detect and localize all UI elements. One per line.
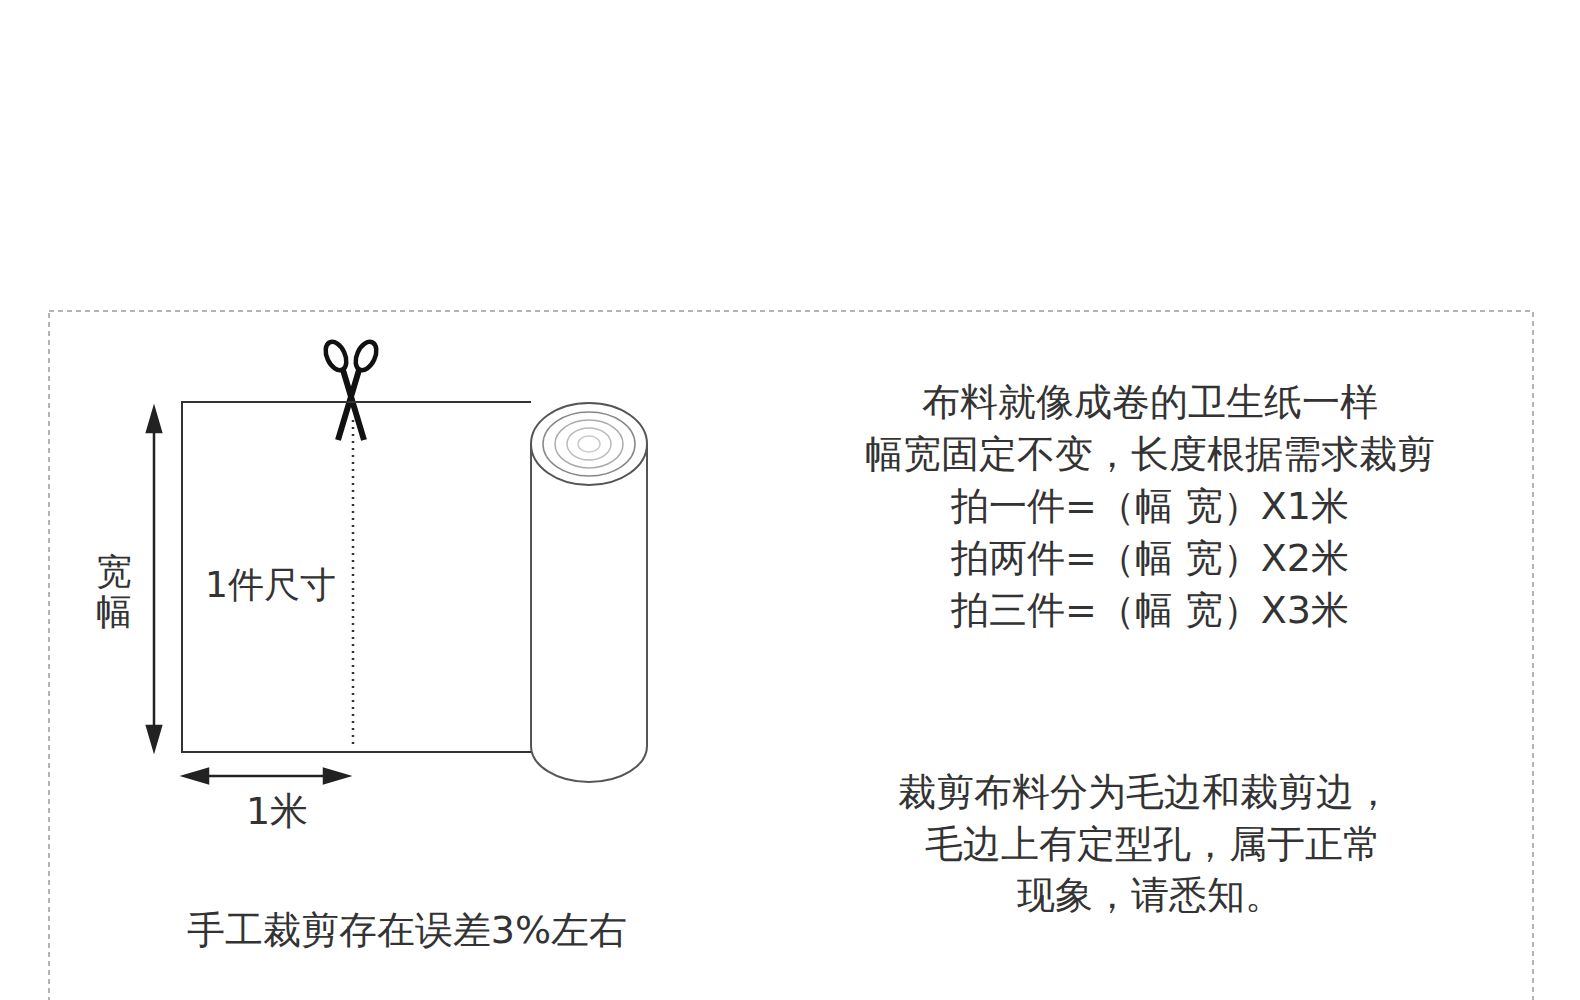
length-arrow: [184, 769, 348, 783]
edge-note: 裁剪布料分为毛边和裁剪边，: [898, 770, 1392, 816]
edge-note: 现象，请悉知。: [1017, 873, 1283, 919]
fabric-roll: [531, 403, 647, 782]
fabric-piece: 1件尺寸: [181, 401, 531, 753]
price-rule: 拍三件=（幅 宽）X3米: [951, 588, 1349, 634]
width-arrow: [147, 408, 161, 750]
dashed-frame: [49, 311, 1533, 1000]
price-rule: 拍一件=（幅 宽）X1米: [951, 484, 1349, 530]
price-rule: 拍两件=（幅 宽）X2米: [951, 536, 1349, 582]
info-text: 布料就像成卷的卫生纸一样: [922, 380, 1378, 426]
edge-note: 毛边上有定型孔，属于正常: [925, 822, 1381, 868]
scissors-icon: [322, 339, 381, 440]
length-label: 1米: [246, 789, 308, 835]
cut-line: [352, 420, 355, 746]
width-label: 宽幅: [96, 552, 132, 631]
info-text: 幅宽固定不变，长度根据需求裁剪: [865, 432, 1435, 478]
error-note: 手工裁剪存在误差3%左右: [187, 908, 627, 954]
piece-label: 1件尺寸: [205, 563, 336, 606]
